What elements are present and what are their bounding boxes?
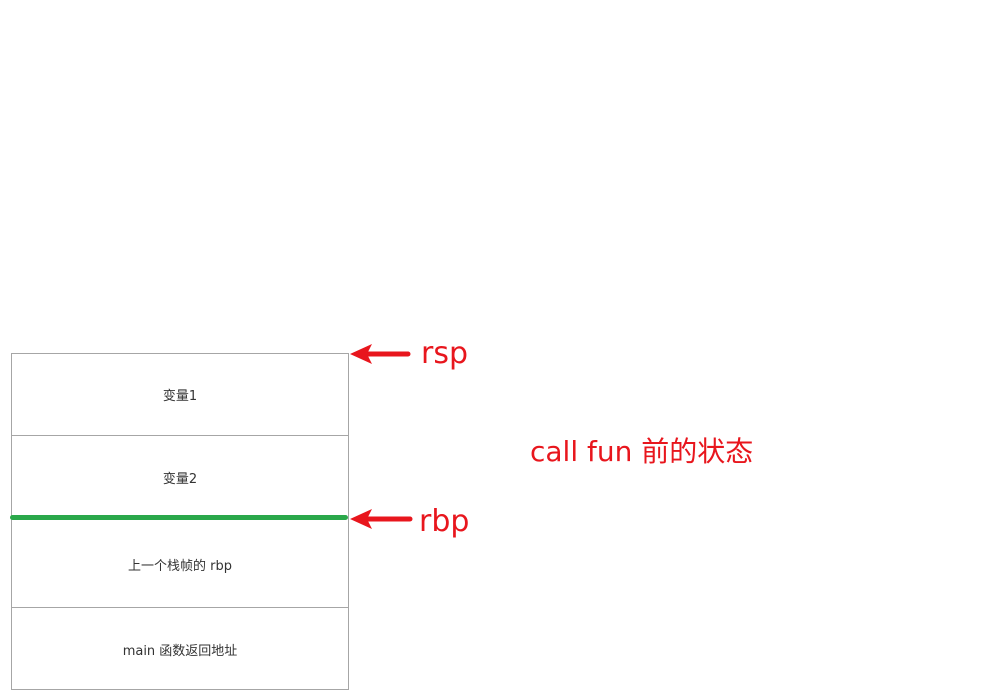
rsp-arrow-icon	[350, 344, 411, 364]
rbp-boundary-line	[10, 515, 348, 520]
rbp-label: rbp	[419, 504, 470, 539]
stack-cell-var1: 变量1	[12, 354, 348, 436]
diagram-caption: call fun 前的状态	[530, 435, 754, 468]
rbp-arrow-icon	[350, 509, 413, 529]
stack-cell-var2: 变量2	[162, 471, 198, 487]
rsp-label: rsp	[421, 336, 469, 371]
stack-cell-prev-rbp: 上一个栈帧的 rbp	[12, 522, 348, 608]
stack-frame: 变量1 变量2 上一个栈帧的 rbp main 函数返回地址	[11, 353, 349, 690]
stack-cell-return-address: main 函数返回地址	[122, 644, 238, 659]
